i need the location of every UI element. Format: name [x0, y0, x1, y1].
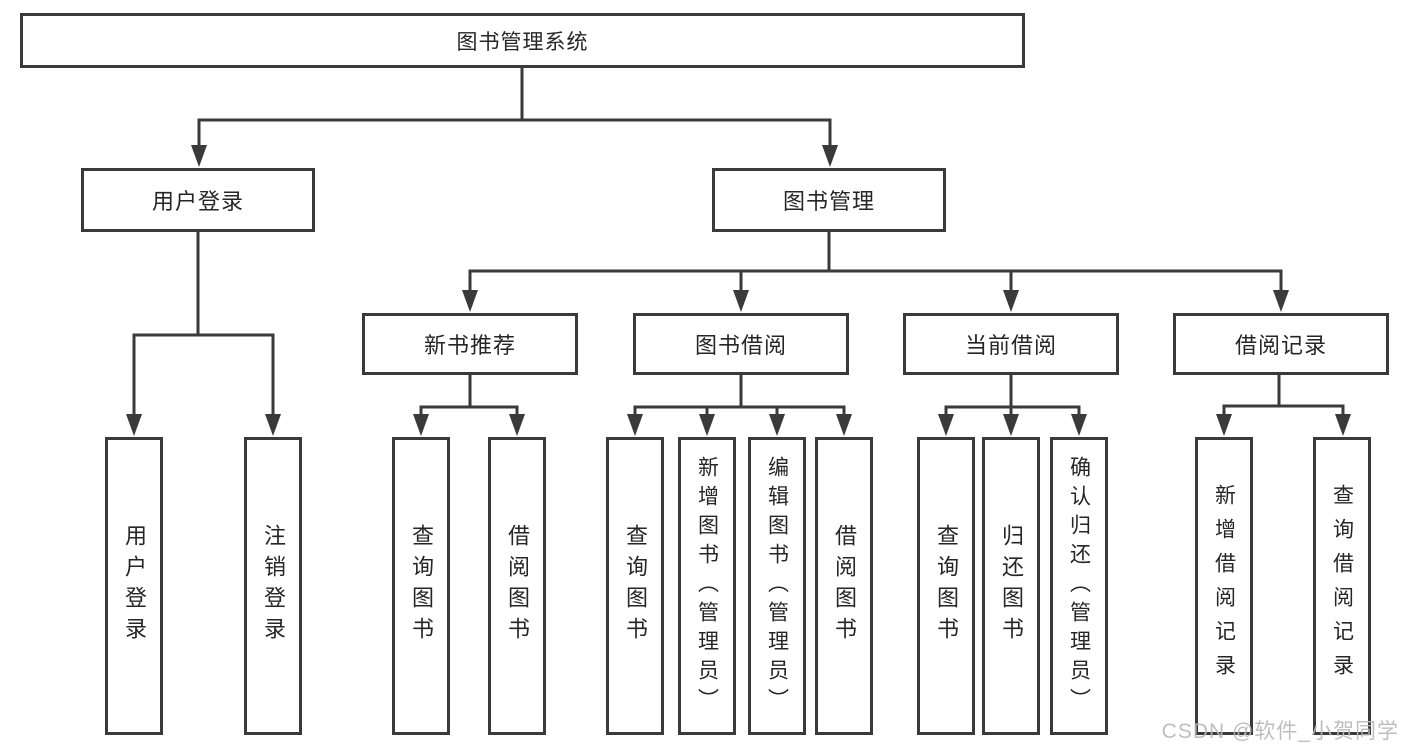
- leaf-confirm-return-admin: 确认归还（管理员）: [1050, 437, 1108, 735]
- leaf-label: 注销登录: [261, 524, 286, 648]
- leaf-label: 新增借阅记录: [1212, 484, 1236, 688]
- leaf-label: 查询图书: [934, 524, 959, 648]
- leaf-return-books: 归还图书: [982, 437, 1040, 735]
- node-book-management-label: 图书管理: [782, 189, 875, 214]
- leaf-label: 确认归还（管理员）: [1067, 455, 1091, 717]
- leaf-edit-books-admin: 编辑图书（管理员）: [748, 437, 806, 735]
- leaf-add-books-admin: 新增图书（管理员）: [678, 437, 736, 735]
- leaf-borrow-books-borrow: 借阅图书: [815, 437, 873, 735]
- leaf-user-login: 用户登录: [105, 437, 163, 735]
- leaf-label: 新增图书（管理员）: [695, 455, 719, 717]
- arrowheads: [126, 145, 1351, 436]
- node-root: 图书管理系统: [20, 13, 1025, 68]
- leaf-label: 归还图书: [999, 524, 1024, 648]
- leaf-label: 用户登录: [122, 524, 147, 648]
- node-current-borrow: 当前借阅: [903, 313, 1119, 375]
- node-user-login: 用户登录: [81, 168, 315, 232]
- leaf-label: 查询借阅记录: [1330, 484, 1354, 688]
- leaf-query-borrow-record: 查询借阅记录: [1313, 437, 1371, 735]
- leaf-label: 借阅图书: [505, 524, 530, 648]
- leaf-query-books-borrow: 查询图书: [606, 437, 664, 735]
- leaf-query-books-newbooks: 查询图书: [392, 437, 450, 735]
- leaf-label: 编辑图书（管理员）: [765, 455, 789, 717]
- node-borrow-records: 借阅记录: [1173, 313, 1389, 375]
- leaf-query-books-current: 查询图书: [917, 437, 975, 735]
- node-new-book-recommend: 新书推荐: [362, 313, 578, 375]
- node-root-label: 图书管理系统: [456, 30, 589, 54]
- leaf-label: 借阅图书: [832, 524, 857, 648]
- csdn-watermark: CSDN @软件_小贺同学: [1161, 720, 1399, 743]
- node-book-borrow-label: 图书借阅: [694, 333, 787, 358]
- node-user-login-label: 用户登录: [151, 189, 244, 214]
- node-book-borrow: 图书借阅: [633, 313, 849, 375]
- leaf-label: 查询图书: [409, 524, 434, 648]
- leaf-label: 查询图书: [623, 524, 648, 648]
- node-book-management: 图书管理: [712, 168, 946, 232]
- node-borrow-records-label: 借阅记录: [1234, 333, 1327, 358]
- node-new-book-recommend-label: 新书推荐: [423, 333, 516, 358]
- leaf-logout: 注销登录: [244, 437, 302, 735]
- node-current-borrow-label: 当前借阅: [964, 333, 1057, 358]
- leaf-add-borrow-record: 新增借阅记录: [1195, 437, 1253, 735]
- leaf-borrow-books-newbooks: 借阅图书: [488, 437, 546, 735]
